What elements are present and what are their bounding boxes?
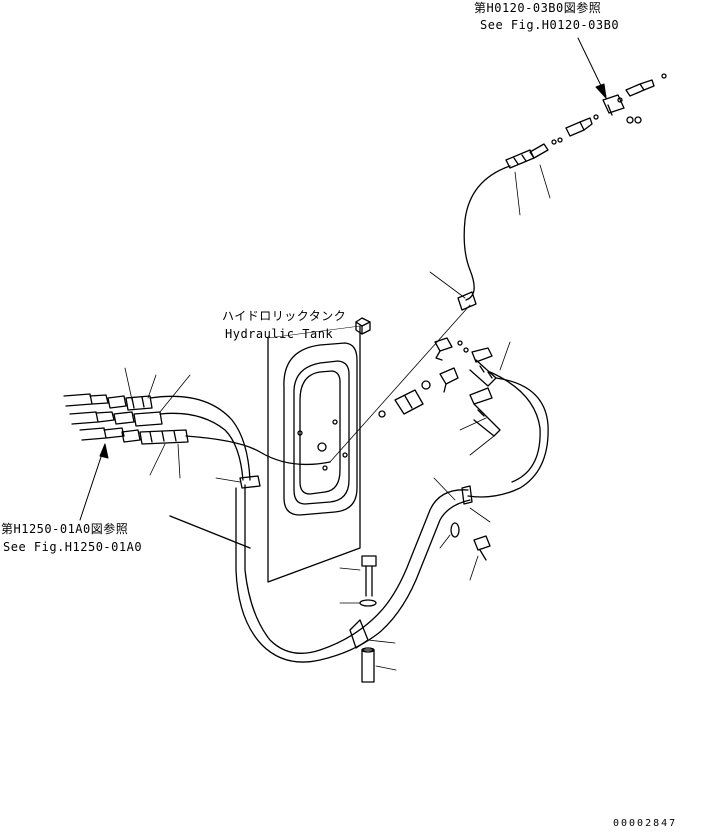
return-hose [235, 371, 549, 663]
drawing-code: 00002847 [613, 818, 678, 829]
ref-left-en: See Fig.H1250-01A0 [3, 540, 143, 554]
ref-left-jp: 第H1250-01A0図参照 [1, 522, 129, 536]
hydraulic-tank [267, 317, 371, 583]
mounting-hardware [169, 515, 491, 683]
ref-top-jp: 第H0120-03B0図参照 [474, 1, 602, 15]
callout-arrows [79, 37, 607, 521]
left-hoses [63, 367, 331, 489]
top-fittings [529, 73, 667, 159]
ref-top-en: See Fig.H0120-03B0 [480, 18, 620, 32]
tank-label-en: Hydraulic Tank [225, 327, 334, 341]
top-hose [429, 149, 551, 311]
tank-label-jp: ハイドロリックタンク [222, 309, 347, 323]
tank-port-line [329, 304, 471, 463]
middle-fittings [378, 337, 511, 456]
